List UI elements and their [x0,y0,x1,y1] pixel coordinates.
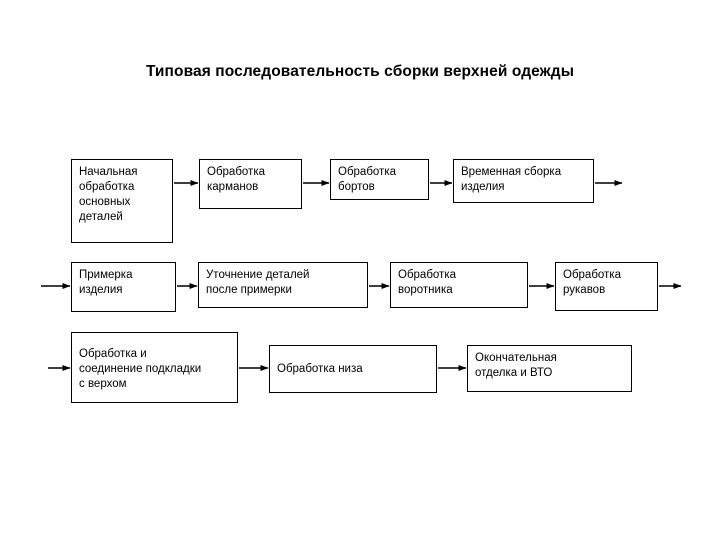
process-node-obrabotka-rukavov[interactable]: Обработка рукавов [555,262,658,311]
page-title: Типовая последовательность сборки верхне… [145,63,575,80]
process-node-obrabotka-bortov[interactable]: Обработка бортов [330,159,429,200]
process-node-vremennaya-sborka[interactable]: Временная сборка изделия [453,159,594,203]
process-node-obrabotka-podkladki[interactable]: Обработка и соединение подкладки с верхо… [71,332,238,403]
process-node-obrabotka-vorotnika[interactable]: Обработка воротника [390,262,528,308]
process-node-okonchatelnaya-otdelka[interactable]: Окончательная отделка и ВТО [467,345,632,392]
process-node-primerka-izdeliya[interactable]: Примерка изделия [71,262,176,312]
process-node-obrabotka-karmanov[interactable]: Обработка карманов [199,159,302,209]
process-node-nachalnaya-obrabotka[interactable]: Начальная обработка основных деталей [71,159,173,243]
process-node-obrabotka-niza[interactable]: Обработка низа [269,345,437,393]
process-node-utochnenie-detaley[interactable]: Уточнение деталей после примерки [198,262,368,308]
